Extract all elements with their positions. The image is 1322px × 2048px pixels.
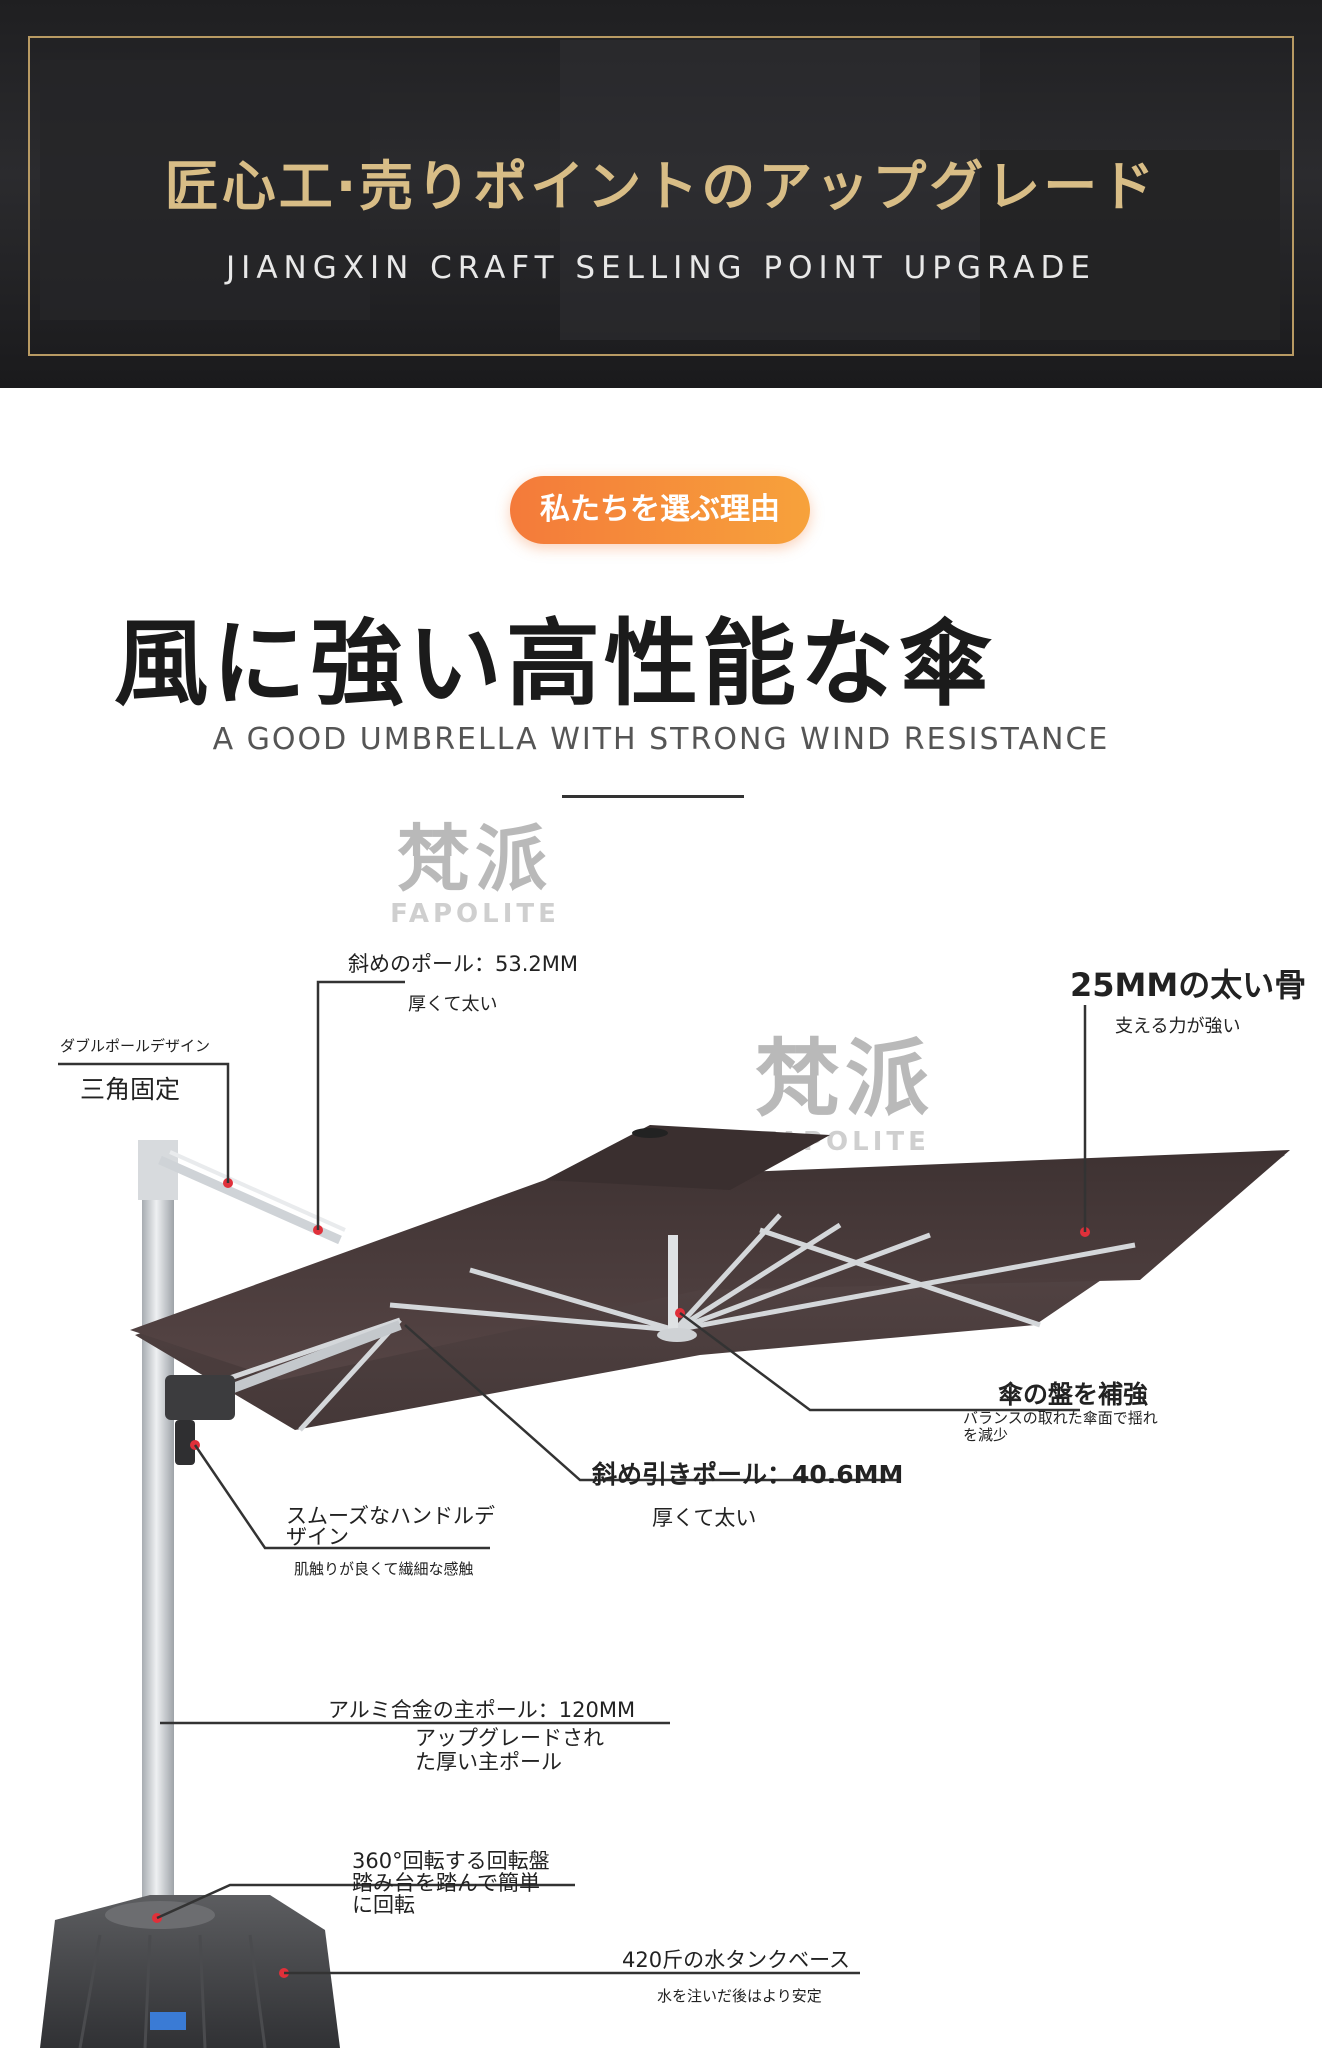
reinforced-plate-desc: バランスの取れた傘面で揺れを減少 [963, 1409, 1158, 1444]
section-subtitle: A GOOD UMBRELLA WITH STRONG WIND RESISTA… [212, 722, 1110, 757]
handle-crank [175, 1420, 195, 1465]
handle-title: スムーズなハンドルデザイン [286, 1504, 495, 1549]
canopy-ribs [179, 1213, 1136, 1432]
brand-watermark: 梵派 FAPOLITE [385, 800, 565, 929]
watermark-brand-en: FAPOLITE [390, 899, 560, 929]
base-ridges [78, 1934, 267, 2048]
solar-panel [632, 1128, 668, 1138]
base-title: 420斤の水タンクベース [622, 1948, 851, 1972]
reason-badge: 私たちを選ぶ理由 [510, 476, 810, 544]
water-tank-base [40, 1895, 340, 2048]
diagonal-pole-title: 斜めのポール：53.2MM [348, 952, 578, 976]
handle-desc: 肌触りが良くて繊細な感触 [294, 1560, 474, 1578]
callout-lines [58, 980, 1087, 1975]
watermark-brand: 梵派 [754, 1030, 935, 1128]
double-pole-desc: 三角固定 [80, 1075, 181, 1104]
pull-pole-desc: 厚くて太い [652, 1506, 757, 1530]
main-pole-title: アルミ合金の主ポール：120MM [328, 1698, 636, 1722]
base-desc: 水を注いだ後はより安定 [657, 1987, 822, 2005]
banner-background-shape [980, 150, 1280, 340]
base-label-sticker [150, 2012, 186, 2030]
main-pole-desc: アップグレードされた厚い主ポール [415, 1726, 604, 1774]
section-title: 風に強い高性能な傘 [113, 610, 996, 719]
canopy [130, 1150, 1290, 1380]
diagonal-pole-highlight [169, 1150, 346, 1232]
banner-gold-frame [28, 36, 1294, 356]
thick-rib-desc: 支える力が強い [1115, 1016, 1241, 1037]
diagonal-pole-desc: 厚くて太い [408, 994, 498, 1015]
banner-background-shape [560, 40, 980, 340]
center-hub [657, 1328, 697, 1342]
double-pole-title: ダブルポールデザイン [60, 1037, 211, 1055]
reinforced-plate-title: 傘の盤を補強 [998, 1380, 1149, 1409]
thick-rib-title: 25MMの太い骨 [1070, 966, 1307, 1004]
canopy-vent [545, 1125, 830, 1190]
main-pole [142, 1140, 174, 1920]
banner-subtitle: JIANGXIN CRAFT SELLING POINT UPGRADE [226, 250, 1096, 286]
rotation-title: 360°回転する回転盤 踏み台を踏んで簡単に回転 [352, 1849, 550, 1917]
pole-top-cap [138, 1140, 178, 1200]
heading-divider [562, 795, 744, 798]
diagonal-pole [158, 1155, 342, 1245]
banner-background-shape [40, 60, 370, 320]
banner-title: 匠心工·売りポイントのアップグレード [164, 155, 1158, 218]
pull-pole-title: 斜め引きポール：40.6MM [592, 1460, 904, 1489]
banner: 匠心工·売りポイントのアップグレード JIANGXIN CRAFT SELLIN… [0, 0, 1322, 388]
watermark-brand: 梵派 [396, 817, 553, 901]
handle-housing [165, 1375, 235, 1420]
